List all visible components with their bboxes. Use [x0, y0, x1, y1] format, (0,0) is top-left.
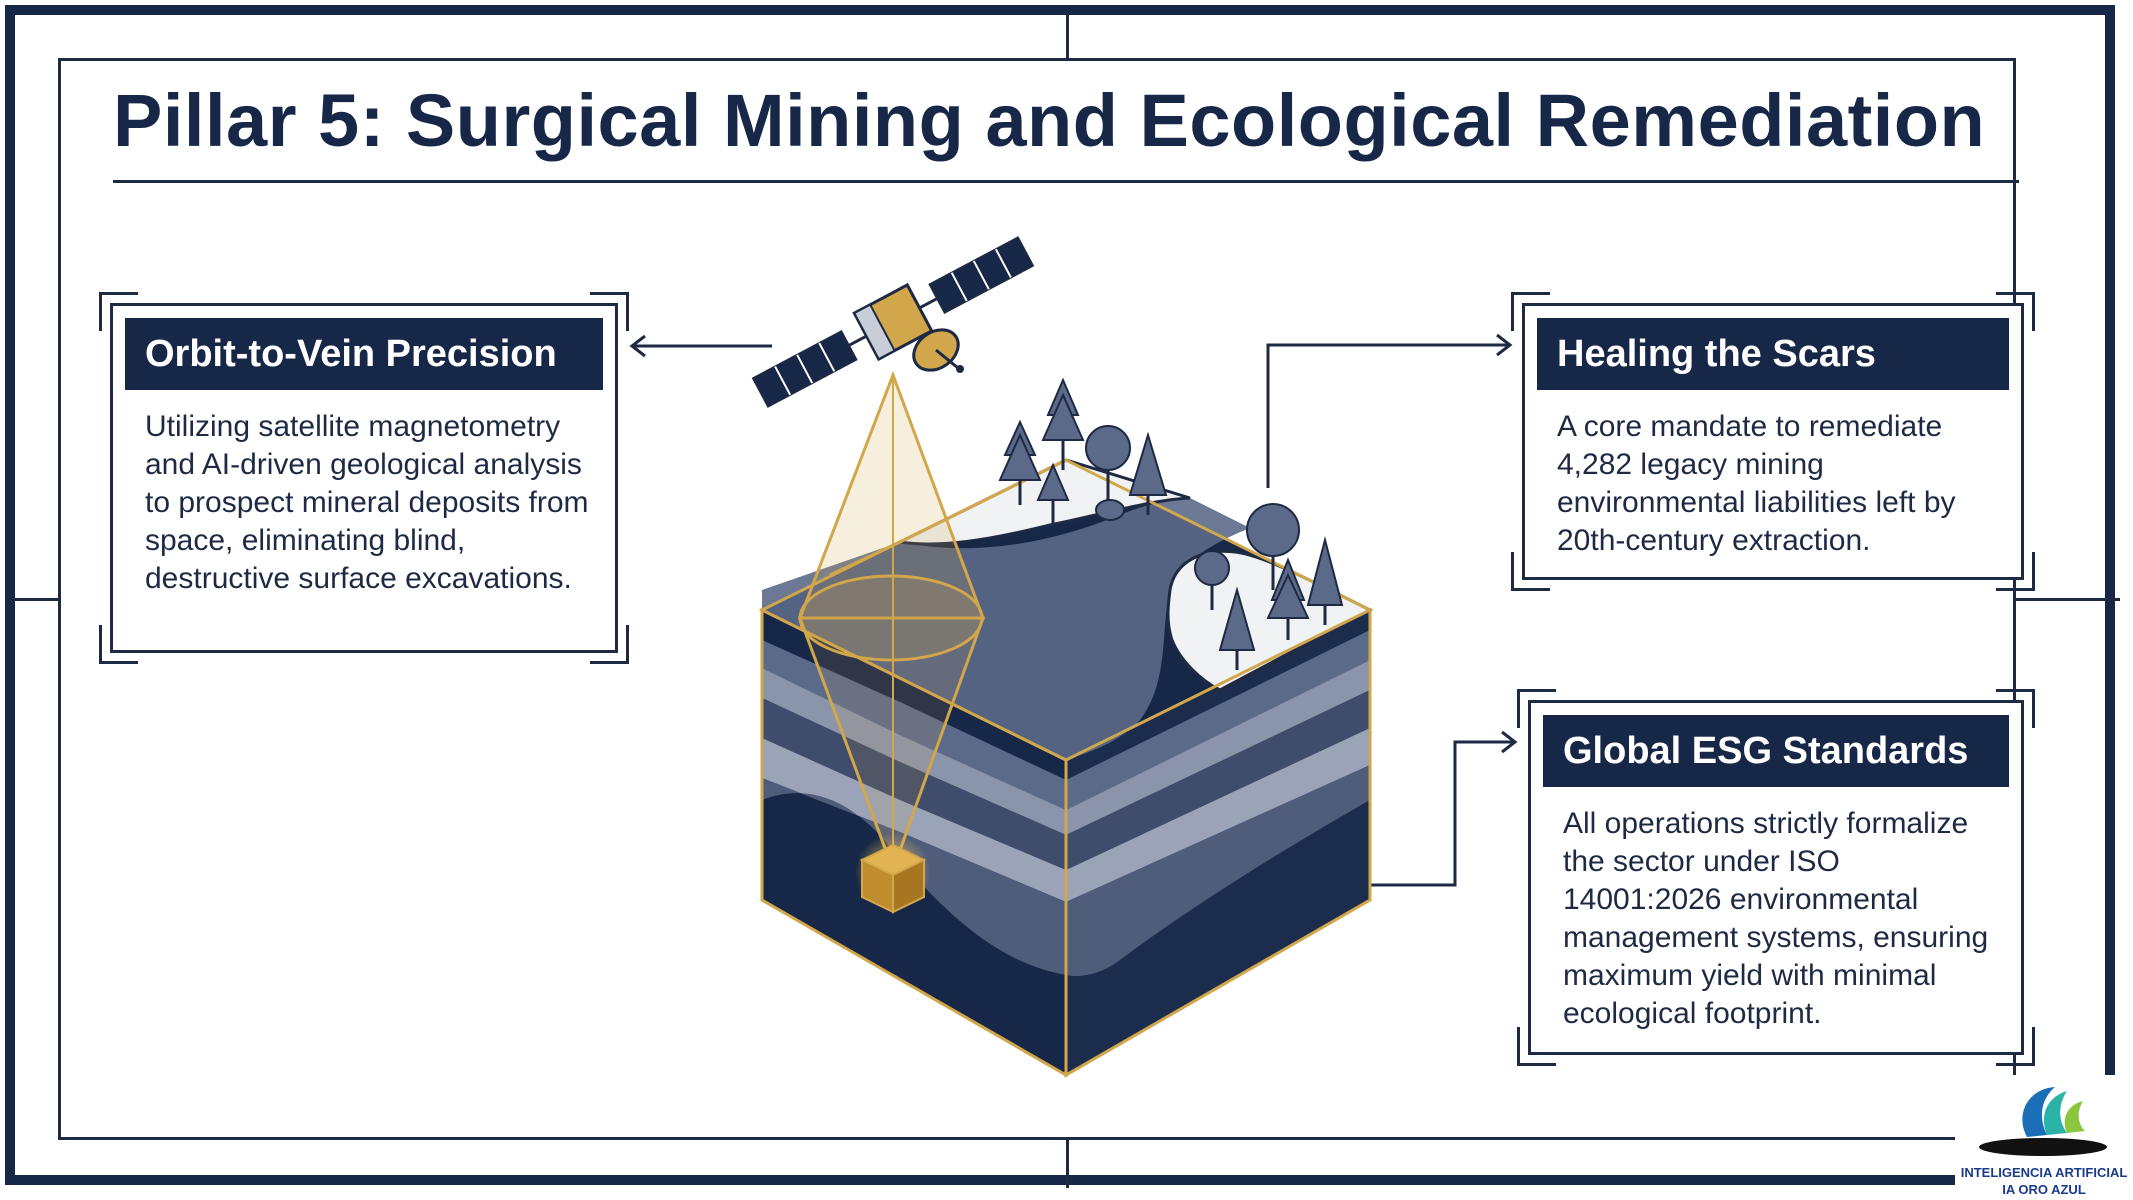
card-corner — [99, 292, 138, 331]
card-corner — [1511, 552, 1550, 591]
card-heading: Global ESG Standards — [1543, 715, 2009, 787]
satellite-icon — [751, 236, 1035, 408]
card-corner — [1517, 689, 1556, 728]
card-heading: Orbit-to-Vein Precision — [125, 318, 603, 390]
inner-frame — [58, 58, 2016, 1140]
logo-swirl-icon — [1979, 1087, 2107, 1156]
block-top-face — [758, 458, 1374, 762]
card-corner — [99, 625, 138, 664]
card-corner — [1996, 689, 2035, 728]
card-body: Utilizing satellite magnetometry and AI-… — [145, 410, 589, 595]
card-corner — [1511, 292, 1550, 331]
outer-frame — [5, 5, 2115, 1185]
scan-beam — [797, 370, 986, 875]
card-corner — [1996, 1027, 2035, 1066]
card-corner — [1996, 552, 2035, 591]
frame-tick-right — [2016, 598, 2120, 601]
tree-icon — [1246, 503, 1300, 590]
tree-icon — [1036, 462, 1070, 525]
card-body: All operations strictly formalize the se… — [1563, 807, 1989, 1030]
tree-icon — [1306, 536, 1344, 625]
brand-logo: INTELIGENCIA ARTIFICIAL IA ORO AZUL — [1955, 1075, 2133, 1200]
tree-icon — [1218, 586, 1256, 670]
frame-tick-bottom — [1066, 1140, 1069, 1188]
bush-icon — [1095, 499, 1125, 521]
block-right-face — [1064, 607, 1372, 1078]
card-body: A core mandate to remediate 4,282 legacy… — [1557, 410, 1956, 557]
tree-icon — [1194, 550, 1230, 610]
card-heading: Healing the Scars — [1537, 318, 2009, 390]
logo-line-2: IA ORO AZUL — [2002, 1182, 2086, 1197]
logo-line-1: INTELIGENCIA ARTIFICIAL — [1960, 1165, 2128, 1180]
card-corner — [590, 625, 629, 664]
card-corner — [1517, 1027, 1556, 1066]
tree-icon — [1266, 557, 1310, 640]
card-orbit-to-vein: Orbit-to-Vein Precision Utilizing satell… — [99, 292, 629, 664]
page-title: Pillar 5: Surgical Mining and Ecological… — [113, 79, 1986, 162]
card-global-esg-standards: Global ESG Standards All operations stri… — [1517, 689, 2035, 1066]
tree-icon — [1128, 431, 1168, 515]
card-healing-the-scars: Healing the Scars A core mandate to reme… — [1511, 292, 2035, 591]
tree-icon — [1041, 377, 1085, 470]
frame-tick-top — [1066, 10, 1069, 58]
frame-tick-left — [10, 598, 58, 601]
card-corner — [1996, 292, 2035, 331]
tree-group-lower — [1194, 503, 1344, 670]
title-divider — [113, 180, 2019, 183]
tree-icon — [998, 419, 1042, 505]
card-corner — [590, 292, 629, 331]
tree-icon — [1085, 425, 1131, 502]
tree-group-upper — [998, 377, 1168, 525]
ore-cube-icon — [855, 834, 931, 914]
